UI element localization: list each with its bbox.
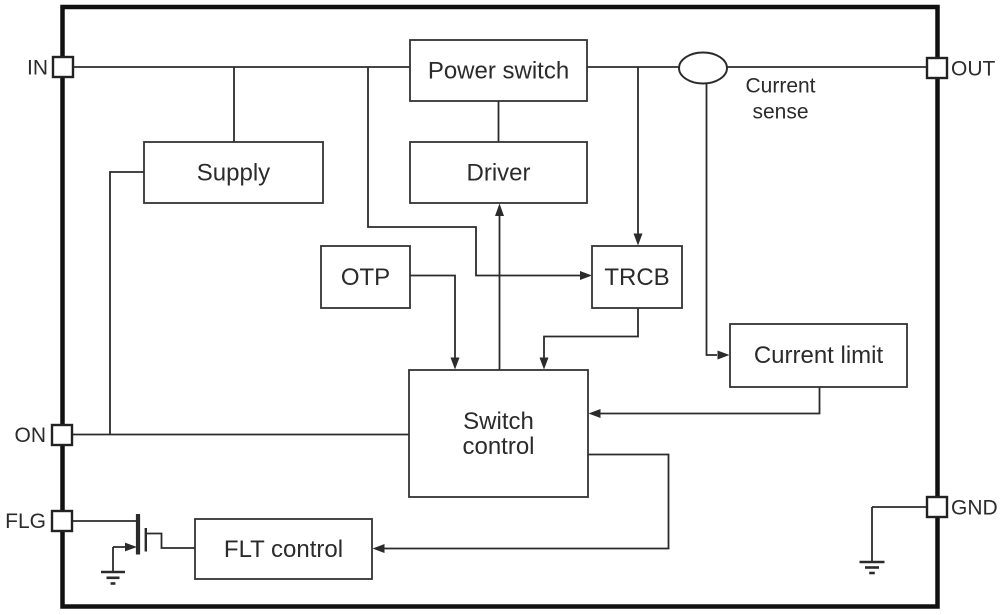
block-trcb: TRCB xyxy=(591,245,683,309)
block-current-limit: Current limit xyxy=(729,323,908,388)
flt-control-label: FLT control xyxy=(224,536,343,563)
block-otp: OTP xyxy=(320,245,411,309)
wire-gnd-to-ground xyxy=(871,506,927,562)
block-supply: Supply xyxy=(143,141,324,204)
driver-label: Driver xyxy=(467,160,531,187)
arrowhead-otp-into-switch-control xyxy=(450,357,460,370)
wire-flt-control-to-gate xyxy=(146,532,195,549)
arrowhead-into-switch-control-right xyxy=(588,409,601,418)
current-limit-label: Current limit xyxy=(754,342,884,369)
ground-symbol-icon-left xyxy=(101,570,125,585)
block-flt-control: FLT control xyxy=(194,518,373,580)
trcb-label: TRCB xyxy=(604,264,669,291)
pin-label-out: OUT xyxy=(951,58,996,81)
flt-control-box xyxy=(194,518,373,580)
pin-label-flg: FLG xyxy=(5,510,46,533)
supply-box xyxy=(143,141,324,204)
wire-current-limit-to-switch-control xyxy=(600,387,821,415)
otp-label: OTP xyxy=(341,264,390,291)
wire-trcb-to-switch-control xyxy=(543,308,639,358)
arrowhead-into-driver xyxy=(495,203,504,216)
current-sense-label-line1: Current xyxy=(745,75,815,98)
current-sense-label-line2: sense xyxy=(752,101,808,124)
pin-square-flg xyxy=(50,509,74,533)
otp-box xyxy=(320,245,411,309)
wires xyxy=(72,66,927,562)
trcb-box xyxy=(591,245,683,309)
pin-in: IN xyxy=(27,55,75,80)
ic-boundary xyxy=(60,4,940,609)
current-sense: Current sense xyxy=(678,51,816,124)
pin-label-gnd: GND xyxy=(951,497,998,520)
wire-otp-to-switch-control xyxy=(410,274,456,358)
nmos-transistor-icon xyxy=(112,514,195,572)
arrowheads xyxy=(372,203,730,553)
power-switch-box xyxy=(409,39,588,102)
arrowhead-into-trcb-top xyxy=(633,233,643,246)
pin-flg: FLG xyxy=(5,509,74,533)
pin-on: ON xyxy=(15,423,74,447)
arrowhead-into-flt-control xyxy=(372,544,385,553)
wire-supply-to-on-rail xyxy=(109,171,144,435)
pin-square-in xyxy=(51,55,75,79)
ground-symbol-icon-right xyxy=(859,560,885,575)
wire-switch-control-to-flt-control xyxy=(384,453,670,550)
pin-square-out xyxy=(925,56,949,80)
power-switch-label: Power switch xyxy=(428,58,569,85)
driver-box xyxy=(409,141,588,204)
pin-label-in: IN xyxy=(27,57,48,80)
switch-control-label-line2: control xyxy=(462,433,534,460)
arrowhead-into-current-limit xyxy=(717,350,730,360)
switch-control-label-line1: Switch xyxy=(463,408,534,435)
wire-in-to-trcb xyxy=(367,67,580,277)
arrowhead-into-trcb-left xyxy=(580,271,592,280)
block-driver: Driver xyxy=(409,141,588,204)
supply-label: Supply xyxy=(197,160,270,187)
pin-gnd: GND xyxy=(925,495,998,520)
pin-label-on: ON xyxy=(15,424,47,447)
arrowhead-trcb-into-switch-control xyxy=(539,357,549,370)
pin-square-gnd xyxy=(925,495,949,519)
switch-control-box xyxy=(408,369,589,498)
pin-out: OUT xyxy=(925,56,996,81)
block-power-switch: Power switch xyxy=(409,39,588,102)
block-switch-control: Switch control xyxy=(408,369,589,498)
current-sense-ellipse xyxy=(678,51,728,85)
arrowhead-nmos-source xyxy=(125,542,137,552)
wire-source-to-ground xyxy=(112,546,125,572)
pin-square-on xyxy=(50,423,74,447)
current-limit-box xyxy=(729,323,908,388)
wire-sense-to-current-limit xyxy=(705,83,717,356)
